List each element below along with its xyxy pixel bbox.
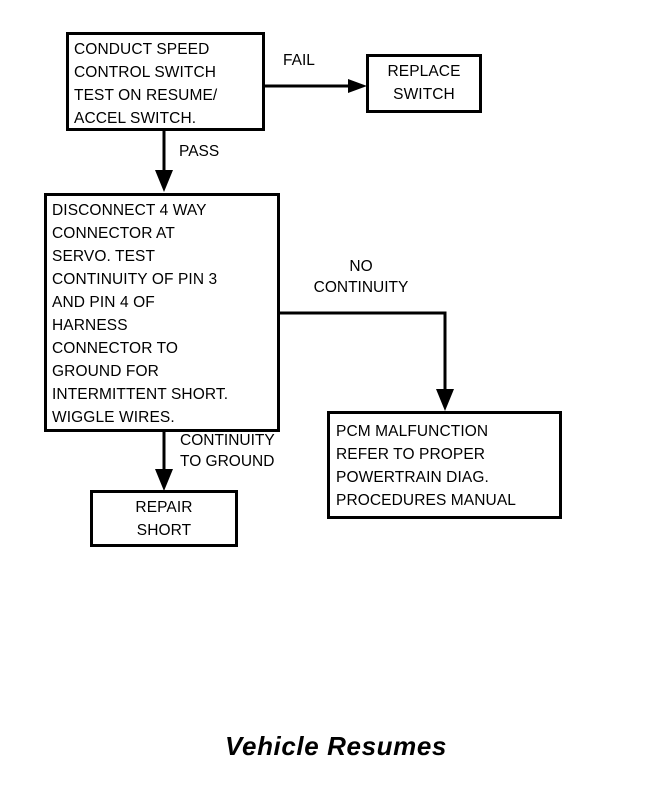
- edge-arrowhead-pass: [155, 170, 173, 192]
- edge-label-no-continuity: NO CONTINUITY: [313, 258, 409, 296]
- edge-arrowhead-no-continuity: [436, 389, 454, 411]
- edge-label-continuity-to-ground: CONTINUITY TO GROUND: [180, 432, 275, 470]
- node-box-replace-switch: [366, 54, 482, 113]
- edge-label-pass: PASS: [179, 143, 220, 160]
- node-box-pcm-malfunction: [327, 411, 562, 519]
- edge-label-fail: FAIL: [283, 52, 315, 69]
- edge-line-no-continuity: [278, 311, 447, 398]
- node-label-replace-switch: REPLACE SWITCH: [387, 63, 461, 103]
- edge-arrowhead-fail: [348, 79, 367, 93]
- node-box-disconnect-connector-test: [44, 193, 280, 432]
- node-box-speed-control-switch-test: [66, 32, 265, 131]
- node-label-speed-control-switch-test: CONDUCT SPEED CONTROL SWITCH TEST ON RES…: [74, 41, 218, 127]
- node-label-pcm-malfunction: PCM MALFUNCTION REFER TO PROPER POWERTRA…: [336, 423, 516, 509]
- diagram-caption: Vehicle Resumes: [225, 731, 447, 761]
- edge-arrowhead-continuity-to-ground: [155, 469, 173, 491]
- node-label-disconnect-connector-test: DISCONNECT 4 WAY CONNECTOR AT SERVO. TES…: [52, 202, 229, 426]
- node-box-repair-short: [90, 490, 238, 547]
- node-label-repair-short: REPAIR SHORT: [135, 499, 193, 539]
